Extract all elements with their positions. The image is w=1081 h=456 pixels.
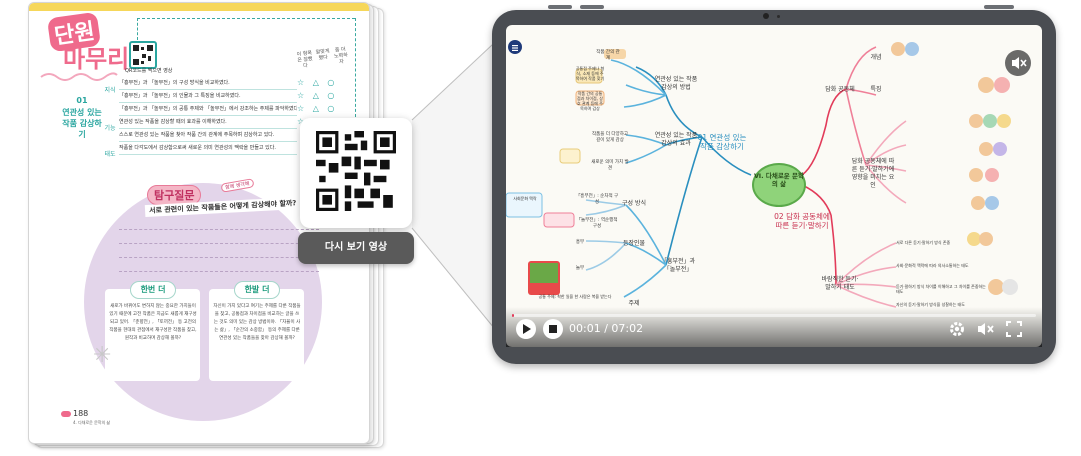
qr-dashed-connector-left [137,18,138,40]
mindmap-note: 사회·문화적 맥락에 따라 의사소통하는 태도 [896,263,969,268]
stop-button[interactable] [543,319,563,339]
right-box-heading: 한발 더 [234,281,280,299]
mindmap-node: 주제 [628,300,640,307]
branch-title-1: 01 연관성 있는 작품 감상하기 [697,133,747,151]
rating-marks: ☆ △ ○ [297,78,338,87]
mindmap-center-text: Ⅵ. 다채로운 문학의 삶 [753,172,805,188]
checklist-row: 「흥부전」과 「놀부전」의 구성 방식을 비교하였다. [119,77,297,90]
unit-title-bottom: 마무리 [63,45,130,73]
left-box-text: 새로가 바뀌어도 변하지 않는 중요한 가치들이 있기 때문에 고전 작품은 지… [109,304,197,341]
replay-video-button[interactable]: 다시 보기 영상 [298,232,414,264]
answer-line [119,229,319,230]
question-badge: 탐구질문 [147,185,202,205]
answer-line [119,271,319,272]
progress-bar[interactable] [512,314,1036,317]
mindmap-note: 작품 간의 공통점과 차이점, 상호 관계 등에 주목하며 감상 [577,91,603,111]
mindmap-node: 구성 방식 [622,200,646,207]
mindmap-note: 새로운 의미 가치 발견 [591,160,629,171]
checklist-row: 「흥부전」과 「놀부전」의 인물과 그 특징을 비교하였다. [119,90,297,103]
checklist-row: 스스로 연관성 있는 작품을 찾아 작품 간의 관계에 주목하며 감상하고 있다… [119,129,297,142]
row-label-knowledge: 지식 [104,87,116,94]
mindmap-note: 듣기·말하기 방식 차이를 이해하고 그 차이를 존중하는 태도 [896,284,986,294]
sparkle-icon: ✳ [93,343,112,368]
mute-overlay-button[interactable] [1005,50,1031,76]
goal-text: 연관성 있는 작품 감상하기 [62,108,102,139]
page-number-marker [61,411,71,417]
page-number: 188 [73,409,89,418]
qr-code [316,131,396,211]
mindmap-note: 흥부 [575,240,585,245]
mindmap-node: 바람직한 듣기·말하기 태도 [821,276,859,291]
branch-title-2: 02 담화 공동체에 따른 듣기·말하기 [774,212,830,230]
rating-marks: ☆ △ ○ [297,104,338,113]
mindmap-note: 작품 간의 관계 [596,50,620,61]
volume-muted-icon[interactable] [976,320,996,338]
title-wave-decoration [40,72,118,81]
mindmap-note: 작품을 더 다양하고 깊이 있게 감상 [592,132,628,143]
textbook-page: 단원 마무리 QR코드를 찍으면 영상 이 항목은 잘했다 알맞게 했다 좀 더… [28,2,370,444]
mindmap-note: 사회문화 맥락 [513,196,537,201]
mindmap-branches [506,42,1018,308]
mindmap-node: 개념 [870,54,882,61]
qr-popup-card[interactable] [300,118,412,228]
checklist-row: 연관성 있는 작품을 감상할 때의 효과를 이해하였다. [119,116,297,129]
mindmap-center-node [752,163,806,207]
progress-fill [512,314,514,317]
right-box [209,289,304,381]
goal-number: 01 [76,96,88,105]
fullscreen-icon[interactable] [1005,320,1023,338]
mindmap-note: 서로 다른 듣기·말하기 방식 존중 [896,240,951,245]
page-top-band [29,3,369,11]
mindmap-note: 「놀부전」: 역순행적 구성 [576,218,618,229]
mindmap-node: 담화 공동체 [825,86,855,93]
mindmap-note: 자신의 듣기·말하기 방식을 성찰하는 태도 [896,302,965,307]
left-box-heading: 한번 더 [130,281,176,299]
time-display: 00:01 / 07:02 [569,322,644,335]
left-box [105,289,200,381]
tablet-side-button [984,5,1014,9]
mindmap-note: 공통 주제: 착한 일을 한 사람은 복을 받는다 [538,294,612,299]
answer-line [119,243,319,244]
mindmap-node: 특징 [870,86,882,93]
row-label-attitude: 태도 [104,151,116,158]
answer-line [119,257,319,258]
qr-dashed-connector-right [355,18,356,122]
sensor-icon [777,15,780,18]
page-caption: 4. 다채로운 문학의 삶 [73,420,111,425]
qr-dashed-connector-top [137,18,355,19]
mindmap-node: 「흥부전」과 「놀부전」 [660,258,696,273]
mindmap-note: 「흥부전」: 순차적 구성 [575,194,619,205]
mindmap-note: 놀부 [575,266,585,271]
mindmap-node: 등장인물 [622,240,646,247]
mindmap-note: 공통점 주제나 형식, 소재 등에 주목하여 작품 찾기 [575,66,605,81]
row-label-skill: 기능 [104,125,116,132]
mindmap-node: 연관성 있는 작품 감상의 방법 [654,76,698,91]
speaker-muted-icon [1012,57,1027,69]
right-box-text: 자신이 가지 있다고 여기는 주제를 다룬 작품들을 찾고, 공통점과 차이점을… [213,304,301,341]
mindmap-node: 연관성 있는 작품 감상의 효과 [654,132,698,147]
tablet-side-button [548,5,572,9]
small-qr-caption: QR코드를 찍으면 영상 [125,68,173,74]
checklist-row: 작품을 다각도에서 감상함으로써 새로운 의미 연관성의 맥락을 만들고 있다. [119,142,297,155]
player-menu-icon[interactable] [508,40,522,54]
small-qr-code[interactable] [129,41,157,69]
checklist-row: 「흥부전」과 「놀부전」의 공통 주제와 「놀부전」에서 강조하는 주제를 파악… [119,103,297,116]
camera-icon [763,13,769,19]
settings-gear-icon[interactable] [948,320,966,338]
tablet-side-button [580,5,604,9]
play-button[interactable] [516,319,536,339]
mindmap-node: 담화 공동체에 따른 듣기·말하기에 영향을 미치는 요인 [851,158,895,189]
rating-marks: ☆ △ ○ [297,91,338,100]
